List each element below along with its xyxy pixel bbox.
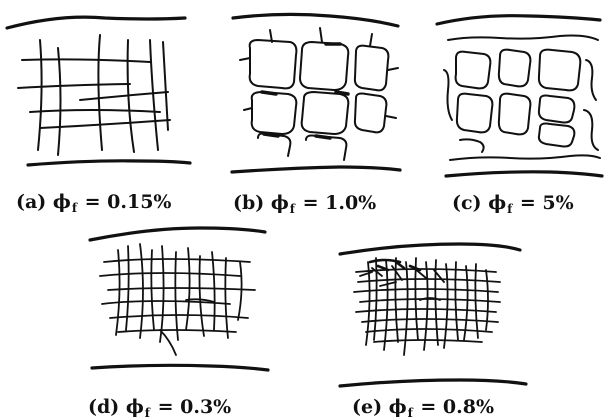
panel-e-top-boundary (340, 244, 520, 254)
panel-b-thick-junctions (262, 44, 348, 138)
panel-d-fiber-lines (100, 244, 255, 355)
caption-a: (a) ϕf = 0.15% (16, 193, 171, 212)
panel-b-bottom-boundary (232, 167, 400, 172)
panel-b-top-boundary (233, 14, 398, 26)
panel-c (437, 16, 602, 176)
panel-e-fiber-lines (354, 258, 500, 355)
panel-a-bottom-boundary (28, 161, 190, 165)
panel-a-fiber-lines (18, 35, 170, 155)
caption-e: (e) ϕf = 0.8% (352, 398, 494, 417)
panel-b (232, 14, 400, 172)
caption-c: (c) ϕf = 5% (452, 194, 574, 213)
panel-c-bottom-boundary (446, 172, 602, 176)
panel-c-cell-network (444, 36, 600, 161)
panel-e (340, 244, 526, 386)
panel-d (90, 228, 268, 370)
panel-a-top-boundary (7, 17, 185, 28)
panel-d-bottom-boundary (92, 365, 268, 370)
caption-b: (b) ϕf = 1.0% (233, 194, 376, 213)
panel-d-top-boundary (90, 228, 265, 240)
caption-d: (d) ϕf = 0.3% (88, 398, 231, 417)
panel-c-top-boundary (437, 16, 600, 24)
panel-e-bottom-boundary (340, 380, 526, 386)
panel-a (7, 17, 190, 165)
